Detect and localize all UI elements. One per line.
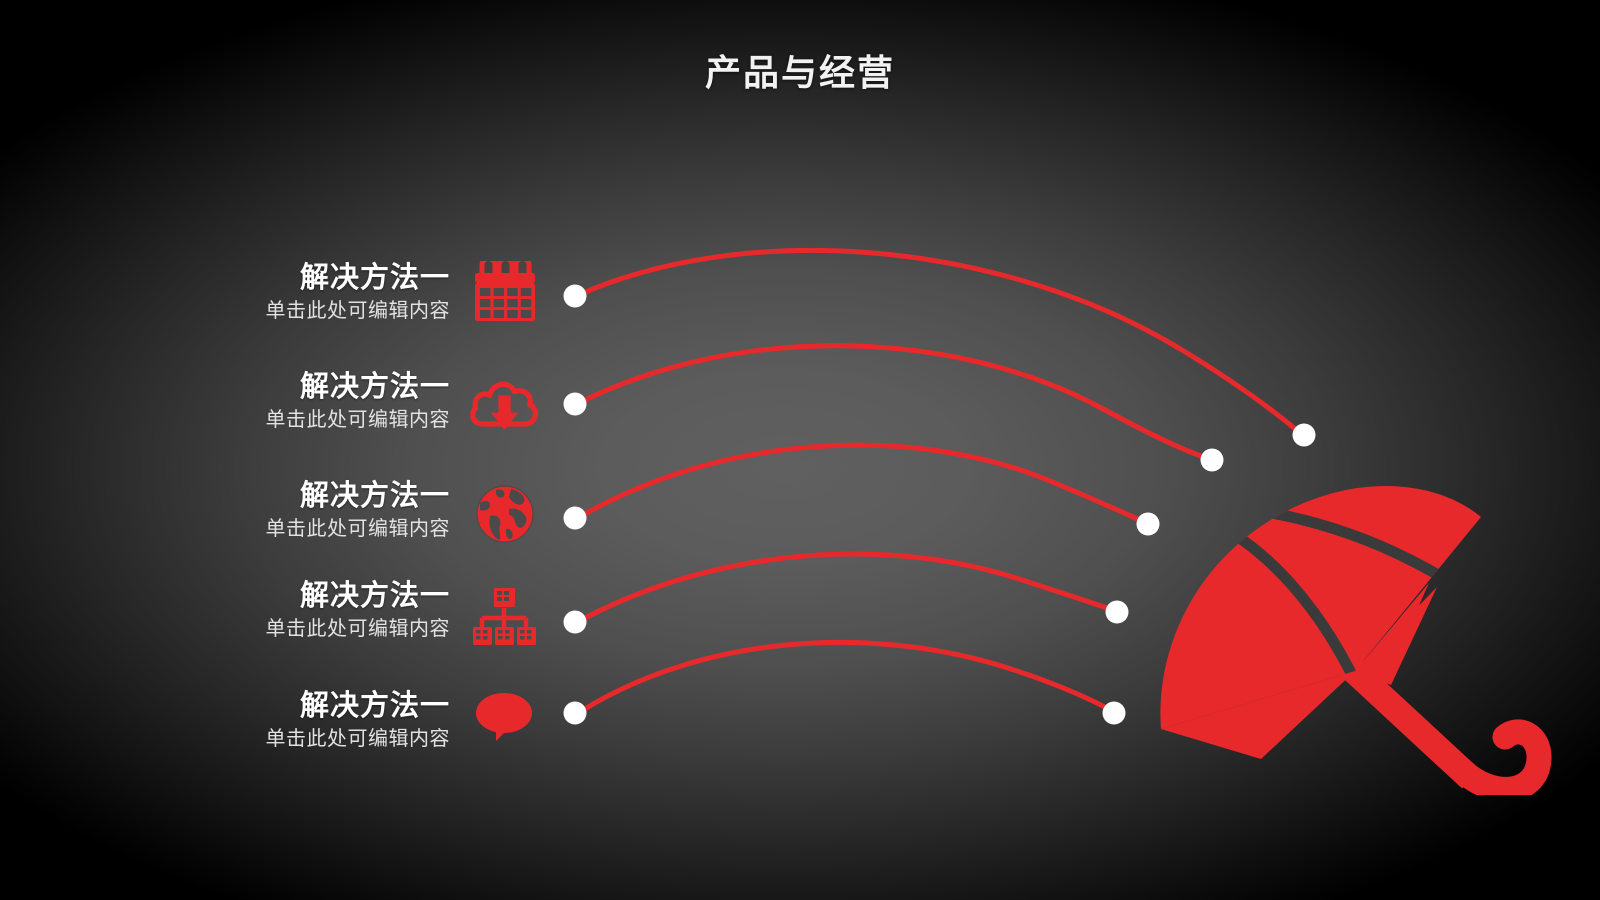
solution-row: 解决方法一 单击此处可编辑内容 <box>120 480 450 542</box>
connector-arc <box>580 639 1113 713</box>
umbrella-illustration <box>1160 486 1552 795</box>
arc-end-dot <box>1102 701 1126 725</box>
calendar-icon <box>468 259 542 325</box>
solution-row: 解决方法一 单击此处可编辑内容 <box>120 580 450 642</box>
org-chart-icon <box>468 583 542 649</box>
solution-subtitle: 单击此处可编辑内容 <box>265 297 450 322</box>
arc-end-dot <box>1136 512 1160 536</box>
solution-row: 解决方法一 单击此处可编辑内容 <box>120 690 450 752</box>
connector-arc <box>580 343 1210 461</box>
solution-row: 解决方法一 单击此处可编辑内容 <box>120 262 450 324</box>
arc-end-dot <box>1200 448 1224 472</box>
arc-paths <box>580 247 1302 713</box>
connector-arc <box>580 551 1116 622</box>
cloud-download-icon <box>468 372 542 438</box>
umbrella-shaft <box>1328 645 1480 789</box>
solution-title: 解决方法一 <box>299 478 450 512</box>
page-title: 产品与经营 <box>704 53 895 94</box>
solution-title: 解决方法一 <box>299 688 450 722</box>
umbrella-hook <box>1450 719 1552 795</box>
connector-arc <box>580 247 1302 435</box>
solution-title: 解决方法一 <box>299 369 450 403</box>
arc-start-dot <box>563 284 587 308</box>
solution-subtitle: 单击此处可编辑内容 <box>265 515 450 540</box>
arc-start-dot <box>563 506 587 530</box>
solution-row: 解决方法一 单击此处可编辑内容 <box>120 371 450 433</box>
arc-end-dot <box>1105 600 1129 624</box>
arc-dots <box>563 284 1316 725</box>
solution-subtitle: 单击此处可编辑内容 <box>265 725 450 750</box>
umbrella-canopy <box>1160 486 1481 759</box>
arc-start-dot <box>563 701 587 725</box>
speech-bubble-icon <box>468 684 542 750</box>
connector-arc <box>580 442 1147 525</box>
arc-start-dot <box>563 610 587 634</box>
solution-subtitle: 单击此处可编辑内容 <box>265 406 450 431</box>
globe-icon <box>468 481 542 547</box>
arc-end-dot <box>1292 423 1316 447</box>
arc-start-dot <box>563 392 587 416</box>
solution-title: 解决方法一 <box>299 578 450 612</box>
solution-subtitle: 单击此处可编辑内容 <box>265 615 450 640</box>
solution-title: 解决方法一 <box>299 260 450 294</box>
